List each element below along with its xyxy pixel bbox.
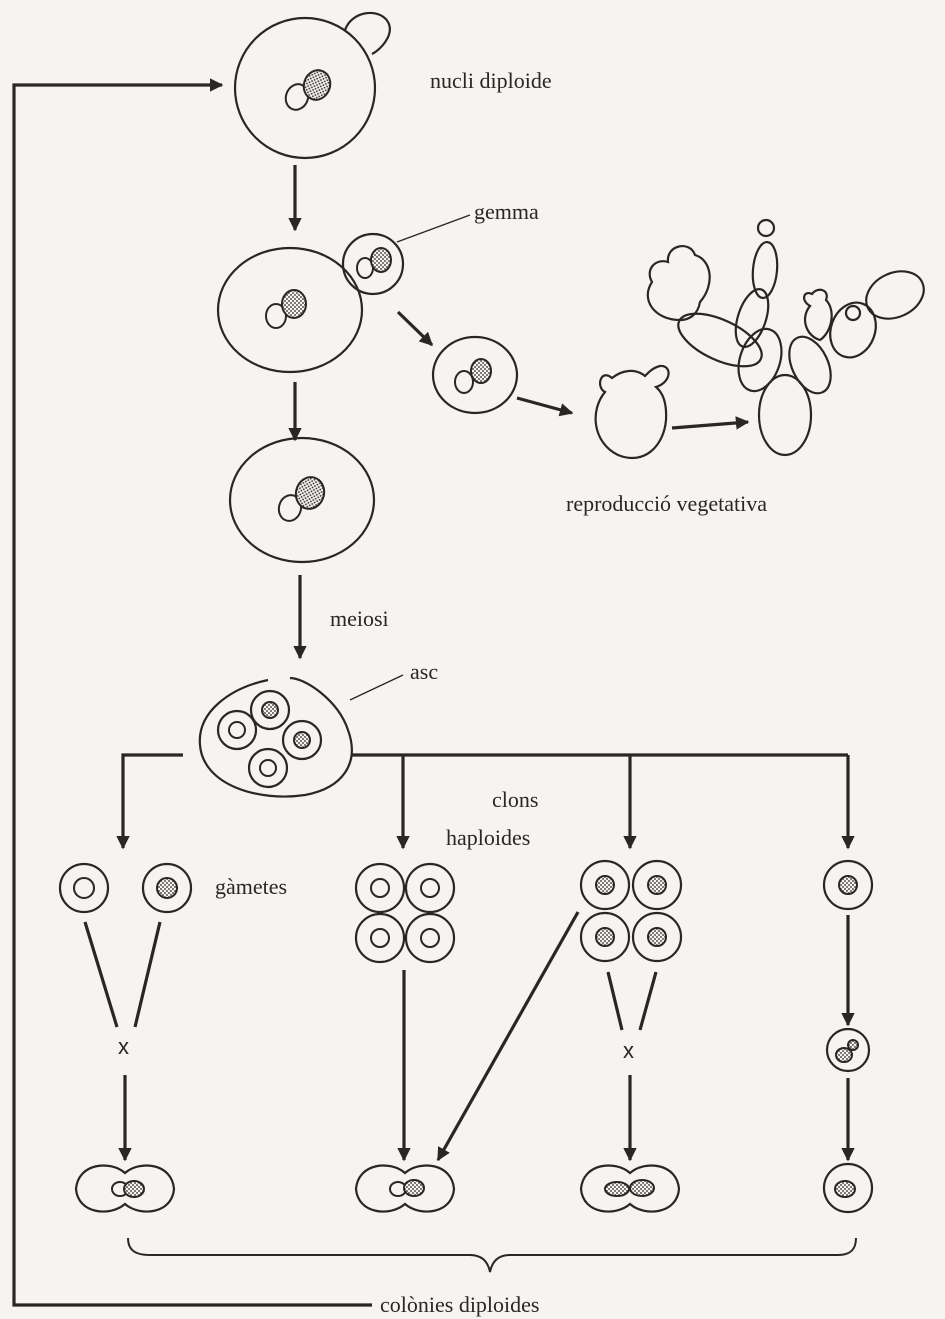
label-meiosis: meiosi: [330, 608, 389, 630]
fusion-line-left-b: [135, 922, 160, 1027]
label-gametes: gàmetes: [215, 876, 287, 898]
ascus: [200, 678, 352, 797]
single-haploid-cell: [824, 861, 872, 909]
label-haploid: haploides: [446, 827, 530, 849]
label-vegetative-reproduction: reproducció vegetativa: [566, 493, 767, 515]
diploid-cell: [235, 13, 390, 158]
diploid-cell-pre-meiosis: [230, 438, 374, 562]
label-clones: clons: [492, 789, 538, 811]
vegetative-colony: [648, 220, 932, 455]
label-bud: gemma: [474, 201, 539, 223]
zygote-3: [581, 1165, 679, 1211]
arrow-to-colony: [672, 422, 748, 428]
fusion-line-left-a: [85, 922, 117, 1027]
arrow-to-growing-cell: [517, 398, 572, 413]
zygote-1: [76, 1165, 174, 1211]
cross-mark-left: x: [118, 1036, 129, 1058]
fusion-line-right-a: [608, 972, 622, 1030]
arrow-to-released-bud: [398, 312, 432, 345]
colonies-bracket: [128, 1238, 856, 1272]
return-loop-line: [14, 85, 372, 1305]
gamete-pair: [60, 864, 191, 912]
clone-group-haploid: [356, 864, 454, 962]
cross-arrow-diagonal: [438, 912, 578, 1160]
ascus-pointer-line: [350, 675, 403, 700]
label-diploid-colonies: colònies diploides: [380, 1294, 539, 1316]
label-ascus: asc: [410, 661, 438, 683]
label-diploid-nucleus: nucli diploide: [430, 70, 552, 92]
split-line-left: [123, 755, 183, 848]
growing-cell: [596, 366, 669, 458]
released-bud-cell: [433, 337, 517, 413]
single-cell-dividing: [827, 1029, 869, 1071]
single-diploid-cell: [824, 1164, 872, 1212]
clone-group-dotted: [581, 861, 681, 961]
cross-mark-right: x: [623, 1040, 634, 1062]
budding-cell: [218, 234, 403, 372]
zygote-2: [356, 1165, 454, 1211]
bud-pointer-line: [397, 215, 470, 242]
fusion-line-right-b: [640, 972, 656, 1030]
